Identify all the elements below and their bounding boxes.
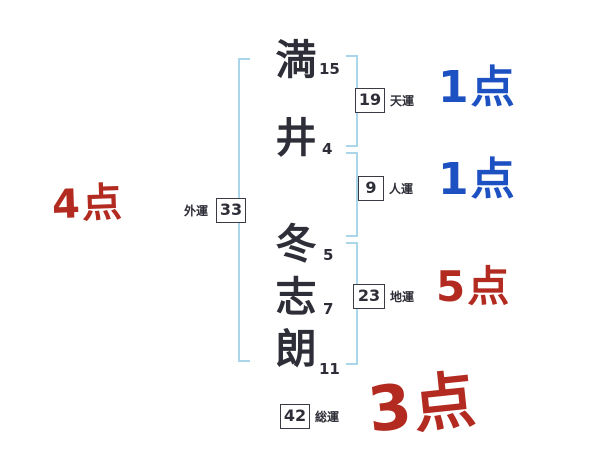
- name-char: 朗: [275, 325, 317, 373]
- person-luck-score: 1点: [438, 154, 517, 205]
- outer-luck-score: 4点: [51, 179, 125, 229]
- heaven-luck-score: 1点: [438, 62, 517, 113]
- stroke-count: 5: [323, 246, 334, 264]
- name-char: 志: [275, 273, 317, 321]
- person-luck-bracket: [346, 152, 358, 237]
- outer-luck-label: 外運: [184, 204, 209, 218]
- total-luck-score: 3点: [364, 362, 481, 447]
- heaven-luck-label: 天運: [390, 94, 415, 108]
- earth-luck-label: 地運: [390, 290, 415, 304]
- total-luck-value-box: 42: [280, 404, 310, 429]
- total-luck-label: 総運: [315, 410, 340, 424]
- earth-luck-score: 5点: [436, 262, 512, 311]
- stroke-count: 4: [322, 140, 333, 158]
- heaven-luck-value-box: 19: [355, 88, 385, 113]
- outer-luck-value-box: 33: [216, 198, 246, 223]
- name-char: 冬: [275, 220, 317, 268]
- stroke-count: 15: [319, 60, 340, 78]
- person-luck-value-box: 9: [358, 176, 384, 201]
- name-char: 満: [275, 36, 317, 84]
- stroke-count: 11: [319, 360, 340, 378]
- stroke-count: 7: [323, 300, 334, 318]
- earth-luck-value-box: 23: [353, 284, 385, 309]
- name-char: 井: [275, 114, 317, 162]
- person-luck-label: 人運: [389, 182, 414, 196]
